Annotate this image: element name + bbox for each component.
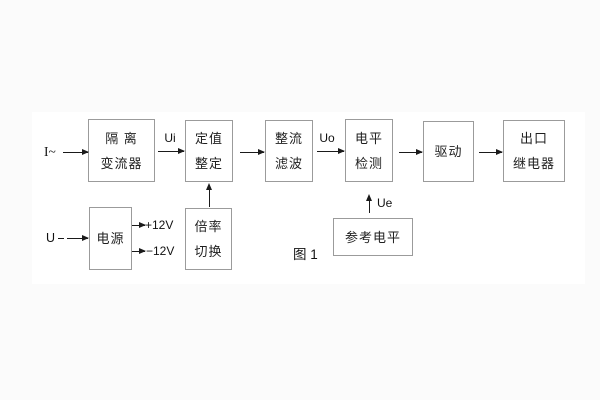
signal-ui-label: Ui [164,131,176,145]
block-label-line: 参考电平 [344,229,401,245]
arrow-rectify-to-level [317,148,345,154]
input-current-label: I~ [44,144,56,159]
block-label-line: 出口 [519,131,548,146]
block-label-line: 变流器 [100,155,143,171]
signal-uo-label: Uo [319,131,335,145]
arrow-level-to-drive [399,149,423,155]
arrow-isolation-to-setting [158,148,185,154]
block-label-line: 电平 [354,130,383,146]
block-drive: 驱动 [423,121,474,182]
arrow-ratio-to-setting [206,183,212,207]
input-voltage-label: U [46,231,56,245]
arrow-power-plus12v [132,222,146,228]
signal-plus12v-label: +12V [145,218,174,232]
block-label-line: 整定 [194,156,223,171]
block-rectify-filter: 整流 滤波 [265,120,313,182]
block-label-line: 检测 [354,155,383,171]
arrow-current-to-isolation [63,149,89,155]
block-ratio-switch: 倍率 切换 [185,208,232,270]
arrow-setting-to-rectify [240,149,265,155]
arrow-voltage-to-power [67,235,89,241]
block-label-line: 电源 [96,231,125,246]
arrow-drive-to-relay [479,149,503,155]
block-label-line: 整流 [274,131,303,146]
block-output-relay: 出口 继电器 [503,120,565,182]
block-label-line: 继电器 [512,156,555,171]
block-label-line: 隔 离 [105,130,138,146]
block-isolation-transformer: 隔 离 变流器 [88,119,155,182]
block-reference-level: 参考电平 [333,218,413,256]
signal-minus12v-label: −12V [146,244,175,258]
segment-voltage-dash [58,238,64,239]
block-label-line: 滤波 [274,156,303,171]
signal-ue-label: Ue [377,196,393,210]
block-label-line: 切换 [194,244,223,259]
block-label-line: 倍率 [194,219,223,234]
arrow-power-minus12v [132,248,146,254]
block-power-supply: 电源 [89,207,132,270]
arrow-reference-ue [366,194,372,213]
block-label-line: 驱动 [434,144,463,159]
block-label-line: 定值 [194,131,223,146]
figure-caption: 图 1 [293,247,318,262]
block-level-detect: 电平 检测 [345,119,393,182]
block-setting-adjust: 定值 整定 [185,120,233,182]
